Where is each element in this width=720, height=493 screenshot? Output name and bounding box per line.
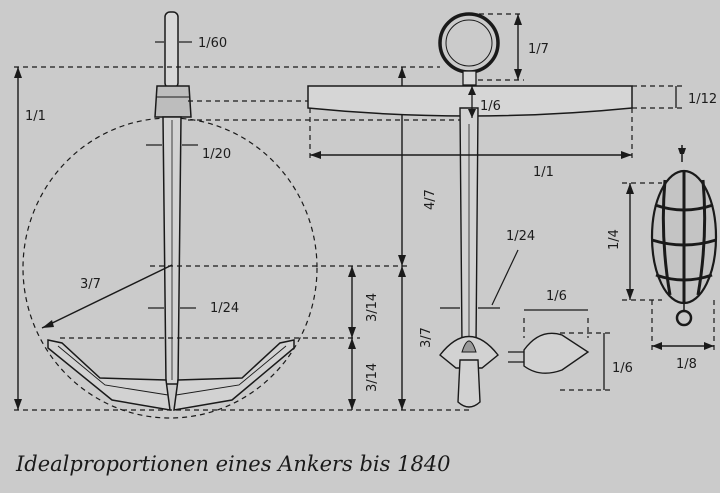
- dim-length-arrow-right: [621, 151, 632, 159]
- dim-total-arrow-top: [14, 67, 22, 78]
- dimension-labels: 1/60 1/1 1/20 3/7 1/24 3/14 3/14 1/7 1/6…: [25, 36, 717, 392]
- dim-buoy-arrow-bottom: [626, 289, 634, 300]
- side-ring: [438, 12, 500, 74]
- dim-curve-arrow-top: [468, 86, 476, 95]
- dim-length-arrow-left: [310, 151, 321, 159]
- label-ring-diameter: 1/7: [528, 42, 549, 57]
- buoy-top-knot: [678, 148, 686, 154]
- side-ring-inner: [445, 19, 493, 67]
- label-buoy-width: 1/8: [676, 357, 697, 372]
- front-view: [22, 11, 318, 419]
- right-arm-inner: [175, 345, 287, 396]
- arm-circle: [22, 117, 318, 419]
- dim-curve-arrow-bottom: [468, 109, 476, 118]
- dim-side-arrow-bottom: [398, 399, 406, 410]
- dim-shank-arrow-bottom: [398, 255, 406, 266]
- radius-arrow: [42, 320, 54, 328]
- right-arm: [173, 339, 295, 411]
- label-ring-thickness: 1/60: [198, 36, 227, 51]
- stock-block: [154, 85, 192, 118]
- figure-caption: Idealproportionen eines Ankers bis 1840: [16, 452, 451, 476]
- label-shank-length: 4/7: [423, 189, 438, 210]
- label-side-shank: 1/24: [506, 229, 535, 244]
- dim-buoy-arrow-left: [652, 342, 662, 350]
- label-lower-third: 3/14: [365, 363, 380, 392]
- label-stock-length: 1/1: [533, 165, 554, 180]
- buoy-detail: [622, 145, 718, 352]
- dim-upper-arrow-top: [348, 266, 356, 277]
- left-arm: [47, 339, 171, 411]
- fluke-stem: [508, 351, 524, 363]
- buoy-bottom-ring: [675, 309, 693, 327]
- dim-lower-arrow-bottom: [348, 399, 356, 410]
- label-shank-thickness: 1/20: [202, 147, 231, 162]
- side-crown-inner: [461, 340, 477, 353]
- dim-buoy-arrow-top: [626, 183, 634, 194]
- label-stock-curve: 1/6: [480, 99, 501, 114]
- label-buoy-height: 1/4: [607, 229, 622, 250]
- fluke-shape: [523, 332, 590, 374]
- label-arm-radius: 3/7: [80, 277, 101, 292]
- top-shackle: [164, 11, 179, 89]
- dim-side-arrow-top: [398, 266, 406, 277]
- dim-buoy-arrow-right: [704, 342, 714, 350]
- label-total-height: 1/1: [25, 109, 46, 124]
- ring-eye: [462, 70, 477, 86]
- dim-ring-arrow-bottom: [514, 69, 522, 80]
- dim-upper-arrow-bottom: [348, 327, 356, 338]
- label-stock-height: 1/12: [688, 92, 717, 107]
- leader-side-shank: [491, 249, 519, 306]
- radius-line: [41, 264, 173, 329]
- label-fluke-width: 1/6: [546, 289, 567, 304]
- left-arm-inner: [57, 345, 169, 396]
- dim-lower-arrow-top: [348, 338, 356, 349]
- side-view: [307, 12, 686, 408]
- dim-shank-arrow-top: [398, 67, 406, 78]
- buoy-net-vertical: [661, 172, 707, 303]
- label-side-arm: 3/7: [419, 327, 434, 348]
- label-upper-third: 3/14: [365, 293, 380, 322]
- label-shank-taper: 1/24: [210, 301, 239, 316]
- dim-ring-arrow-top: [514, 14, 522, 25]
- fluke-detail: [508, 309, 612, 391]
- side-fluke-bottom: [457, 359, 481, 408]
- label-fluke-height: 1/6: [612, 361, 633, 376]
- dim-total-arrow-bottom: [14, 399, 22, 410]
